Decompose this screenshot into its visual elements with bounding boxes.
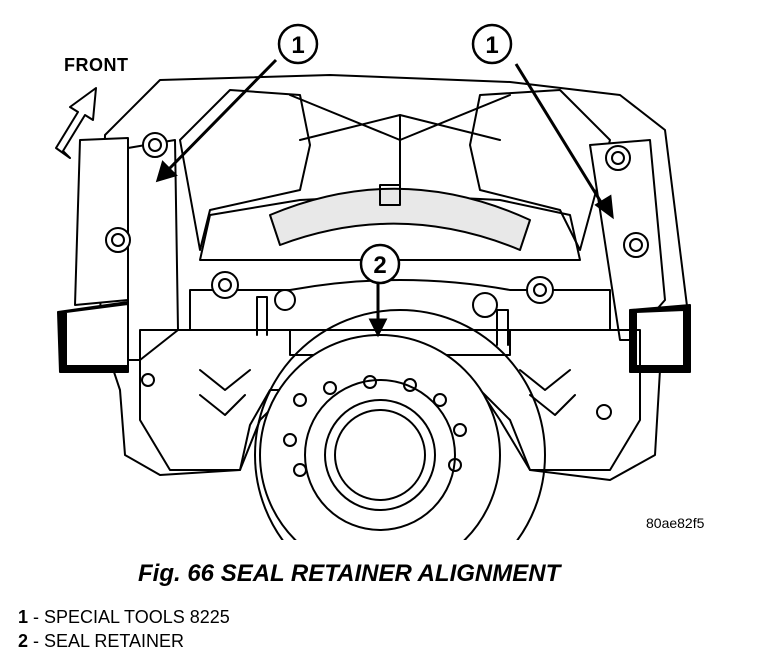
- callout-label: 1: [485, 32, 498, 59]
- legend-item: 1 - SPECIAL TOOLS 8225: [18, 605, 230, 629]
- legend-item: 2 - SEAL RETAINER: [18, 629, 230, 653]
- crank-flange-outer: [254, 309, 546, 540]
- cap-boss: [379, 184, 401, 206]
- callout-circle-1a: [277, 23, 319, 65]
- callout-label: 2: [373, 252, 386, 279]
- flange-bolt-holes: [283, 375, 467, 477]
- bearing-cap: [269, 187, 531, 251]
- valley-left-wall: [179, 89, 311, 251]
- legend-text: - SPECIAL TOOLS 8225: [28, 607, 230, 627]
- legend: 1 - SPECIAL TOOLS 8225 2 - SEAL RETAINER: [18, 605, 230, 653]
- front-label: FRONT: [64, 55, 129, 75]
- front-arrow-icon: [55, 87, 97, 159]
- legend-number: 2: [18, 631, 29, 651]
- engine-block-illustration: 1 1 2: [55, 23, 691, 540]
- legend-number: 1: [18, 607, 29, 627]
- callout-circle-2: [359, 243, 401, 285]
- callout-circle-1b: [471, 23, 513, 65]
- legend-text: - SEAL RETAINER: [28, 631, 185, 651]
- image-code: 80ae82f5: [646, 515, 705, 531]
- crank-bore: [324, 399, 436, 511]
- figure-caption: Fig. 66 SEAL RETAINER ALIGNMENT: [138, 560, 561, 587]
- callout-label: 1: [291, 32, 304, 59]
